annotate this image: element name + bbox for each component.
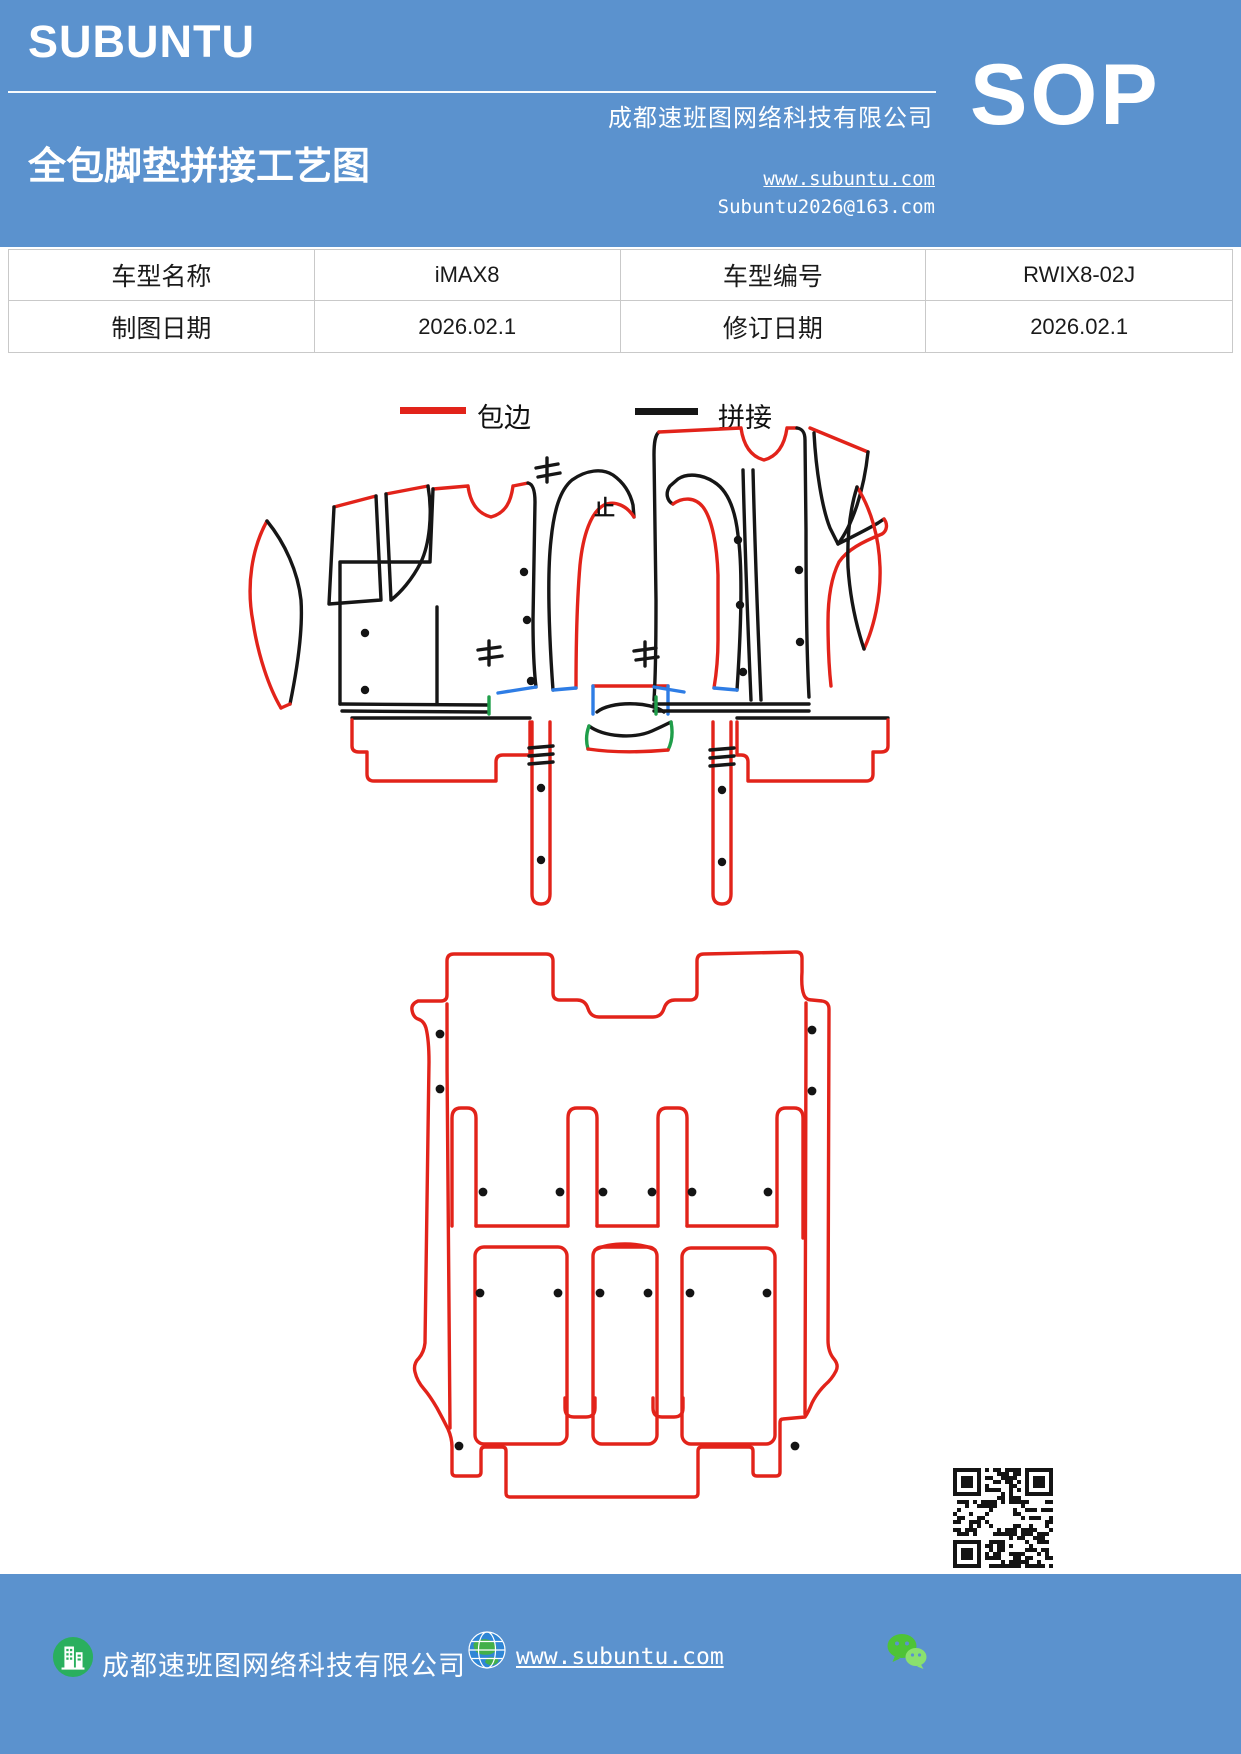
header-email: Subuntu2026@163.com <box>717 196 935 218</box>
center-tunnel-piece <box>584 720 674 754</box>
right-sliver-piece <box>846 485 882 651</box>
header-divider-line <box>8 91 936 93</box>
right-hook-piece <box>665 473 743 692</box>
left-wedge-piece <box>384 484 432 602</box>
draw-date-value: 2026.02.1 <box>315 301 621 352</box>
rear-mat-seat-cutouts <box>473 1242 777 1446</box>
footer-website-link[interactable]: www.subuntu.com <box>516 1644 724 1670</box>
legend-edge-swatch <box>400 407 466 414</box>
sop-badge: SOP <box>970 47 1161 143</box>
right-mat-body <box>652 426 811 716</box>
model-name-label: 车型名称 <box>9 250 315 301</box>
legend: 包边 拼接 <box>0 396 1241 438</box>
left-mat-body <box>338 481 538 716</box>
wechat-icon <box>884 1629 930 1675</box>
revise-date-value: 2026.02.1 <box>1030 313 1129 339</box>
qr-code-pattern <box>953 1468 1053 1568</box>
front-rivet-dots <box>360 535 805 867</box>
rear-mat-finger-slots <box>450 1106 805 1240</box>
rear-mat-outline <box>410 950 839 1499</box>
page-title: 全包脚垫拼接工艺图 <box>28 146 371 188</box>
brand-logo: SUBUNTU <box>28 16 255 67</box>
qr-code <box>953 1468 1053 1568</box>
rear-rivet-dots <box>435 1025 817 1451</box>
rear-mat-group <box>410 950 839 1499</box>
rear-mat-side-rails <box>445 1001 808 1430</box>
footer-banner: 成都速班图网络科技有限公司 www.subuntu.com <box>0 1574 1241 1754</box>
right-strip-piece <box>708 720 736 906</box>
model-code-label: 车型编号 <box>620 250 927 301</box>
left-sliver-piece <box>248 519 304 710</box>
header-website-link[interactable]: www.subuntu.com <box>763 168 935 190</box>
junction-marks <box>476 456 660 668</box>
building-icon <box>52 1636 94 1678</box>
footer-company-name: 成都速班图网络科技有限公司 <box>102 1651 466 1681</box>
header-banner: SUBUNTU 全包脚垫拼接工艺图 成都速班图网络科技有限公司 www.subu… <box>0 0 1241 247</box>
legend-edge-label: 包边 <box>477 403 531 433</box>
front-left-mat-group <box>248 469 636 906</box>
model-name-value: iMAX8 <box>314 250 621 301</box>
right-wing-piece <box>826 517 889 688</box>
revise-date-label: 修订日期 <box>621 301 927 352</box>
vehicle-info-table: 车型名称 iMAX8 车型编号 RWIX8-02J 制图日期 2026.02.1… <box>8 249 1233 353</box>
right-bracket-piece <box>735 716 890 783</box>
front-right-mat-group <box>652 426 890 906</box>
right-flap-piece <box>808 426 870 546</box>
left-strip-piece <box>527 720 555 906</box>
front-center-group: 止 <box>476 456 743 754</box>
draw-date-label: 制图日期 <box>9 301 315 352</box>
left-bracket-piece <box>350 716 532 783</box>
legend-splice-swatch <box>635 408 698 415</box>
stop-mark-text: 止 <box>594 496 615 520</box>
globe-icon <box>468 1631 506 1669</box>
left-trapezoid-piece <box>327 494 383 606</box>
header-company-name: 成都速班图网络科技有限公司 <box>608 106 933 132</box>
left-hook-piece <box>547 469 636 692</box>
model-code-value: RWIX8-02J <box>926 250 1232 301</box>
